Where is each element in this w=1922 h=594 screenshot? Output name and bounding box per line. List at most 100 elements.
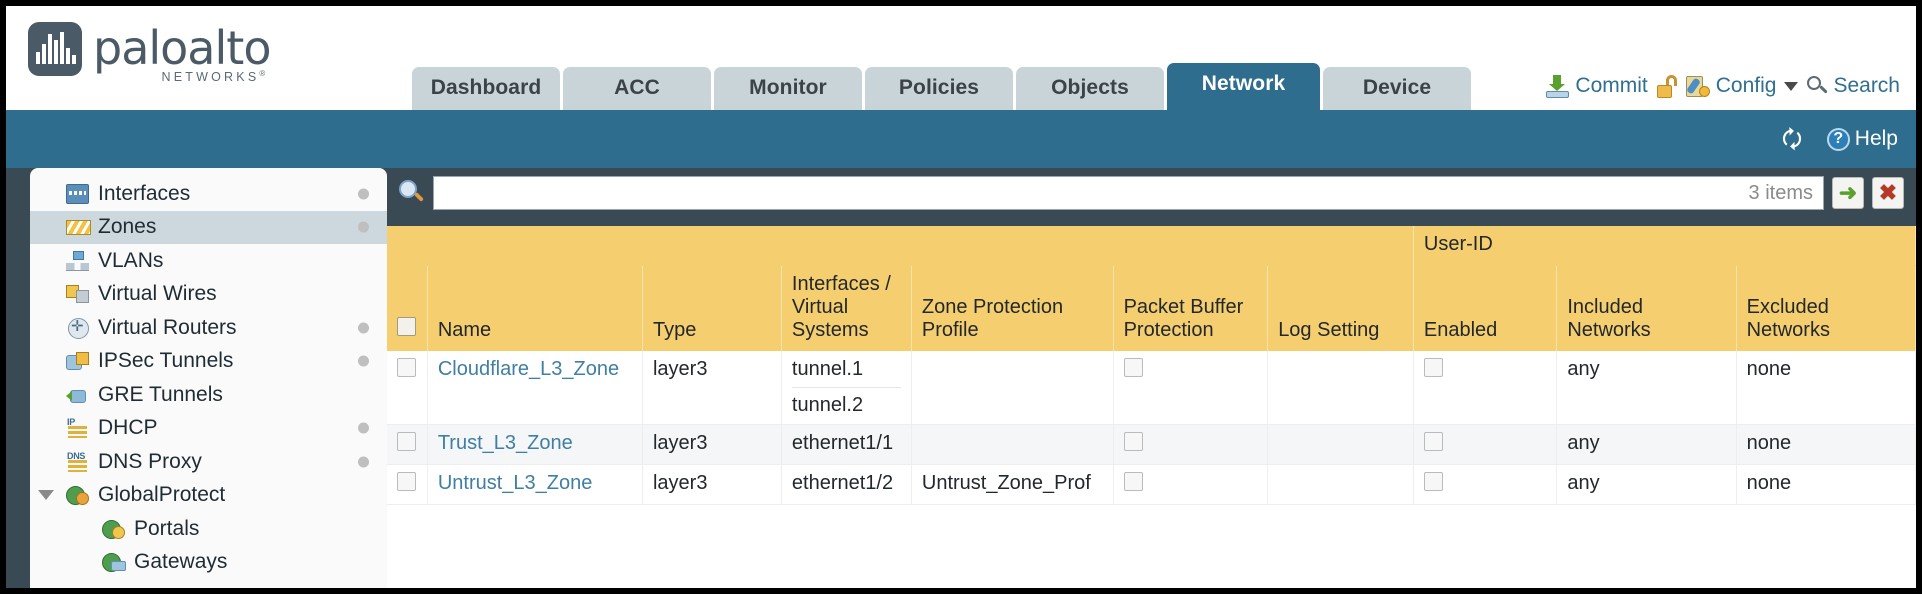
- search-label: Search: [1833, 74, 1900, 97]
- sidebar-item-virtual-wires[interactable]: Virtual Wires: [30, 278, 387, 312]
- brand-subtitle: NETWORKS®: [161, 69, 269, 85]
- clear-filter-button[interactable]: ✖: [1872, 177, 1904, 209]
- commit-icon: [1546, 74, 1570, 98]
- dns-proxy-icon: DNS: [66, 450, 89, 472]
- search-button[interactable]: Search: [1807, 74, 1900, 98]
- col-header-excluded-networks[interactable]: Excluded Networks: [1736, 265, 1916, 351]
- col-header-included-networks[interactable]: Included Networks: [1556, 265, 1737, 351]
- sidebar-item-gre-tunnels[interactable]: GRE Tunnels: [30, 378, 387, 412]
- tab-device[interactable]: Device: [1323, 67, 1471, 110]
- sidebar-item-label: Gateways: [134, 550, 228, 574]
- cell-userid-enabled[interactable]: [1413, 350, 1558, 425]
- zone-name-link[interactable]: Untrust_L3_Zone: [437, 471, 593, 494]
- config-menu[interactable]: Config: [1685, 74, 1799, 98]
- sidebar-status-dot: [358, 221, 369, 233]
- row-select-checkbox[interactable]: [397, 357, 416, 377]
- commit-button[interactable]: Commit: [1546, 74, 1648, 98]
- col-header-log-setting[interactable]: Log Setting: [1267, 265, 1414, 351]
- col-header-zone-protection-profile[interactable]: Zone Protection Profile: [911, 265, 1114, 351]
- packet-buffer-protection-checkbox[interactable]: [1123, 357, 1143, 377]
- row-select-checkbox[interactable]: [397, 471, 416, 491]
- cell-packet-buffer-protection[interactable]: [1113, 424, 1269, 465]
- cell-name[interactable]: Cloudflare_L3_Zone: [427, 350, 643, 425]
- tab-acc[interactable]: ACC: [563, 67, 711, 110]
- tab-network[interactable]: Network: [1167, 63, 1320, 110]
- cell-packet-buffer-protection[interactable]: [1113, 350, 1269, 425]
- zones-table: User-ID Name Type Interfaces / Virtual S…: [387, 226, 1916, 505]
- sidebar-item-gateways[interactable]: Gateways: [30, 546, 387, 580]
- col-header-interfaces[interactable]: Interfaces / Virtual Systems: [781, 265, 912, 351]
- userid-enabled-checkbox[interactable]: [1423, 471, 1443, 491]
- select-all-header[interactable]: [387, 265, 428, 351]
- zone-name-link[interactable]: Cloudflare_L3_Zone: [437, 357, 620, 380]
- interface-entry: tunnel.2: [791, 393, 864, 416]
- cell-userid-enabled[interactable]: [1413, 424, 1558, 465]
- col-header-packet-buffer-protection[interactable]: Packet Buffer Protection: [1113, 265, 1269, 351]
- userid-enabled-checkbox[interactable]: [1423, 357, 1443, 377]
- table-row[interactable]: Untrust_L3_Zone layer3 ethernet1/2 Untru…: [387, 464, 1916, 505]
- sidebar-item-zones[interactable]: Zones: [30, 210, 387, 244]
- filter-input[interactable]: 3 items: [433, 176, 1824, 210]
- table-row[interactable]: Trust_L3_Zone layer3 ethernet1/1: [387, 424, 1916, 465]
- cell-excluded-networks: none: [1736, 350, 1916, 425]
- cell-packet-buffer-protection[interactable]: [1113, 464, 1269, 505]
- sidebar-item-vlans[interactable]: VLANs: [30, 244, 387, 278]
- zones-table-container: User-ID Name Type Interfaces / Virtual S…: [387, 226, 1916, 588]
- main-tab-bar: Dashboard ACC Monitor Policies Objects N…: [412, 63, 1471, 110]
- tab-dashboard[interactable]: Dashboard: [412, 67, 560, 110]
- tab-monitor[interactable]: Monitor: [714, 67, 862, 110]
- paloalto-logo-text: paloalto NETWORKS®: [93, 22, 271, 85]
- packet-buffer-protection-checkbox[interactable]: [1123, 431, 1143, 451]
- sidebar-item-dns-proxy[interactable]: DNS DNS Proxy: [30, 445, 387, 479]
- tab-objects[interactable]: Objects: [1016, 67, 1164, 110]
- network-sidebar: Interfaces Zones VLANs Virtual Wires Vir…: [30, 168, 387, 588]
- userid-enabled-checkbox[interactable]: [1423, 431, 1443, 451]
- column-header-row: Name Type Interfaces / Virtual Systems Z…: [387, 265, 1916, 351]
- row-select-cell[interactable]: [387, 464, 428, 505]
- cell-name[interactable]: Trust_L3_Zone: [427, 424, 643, 465]
- select-all-checkbox[interactable]: [397, 316, 416, 336]
- help-icon: ?: [1826, 127, 1850, 151]
- sidebar-item-virtual-routers[interactable]: Virtual Routers: [30, 311, 387, 345]
- zone-name-link[interactable]: Trust_L3_Zone: [437, 431, 573, 454]
- sidebar-status-dot: [358, 456, 369, 468]
- config-label: Config: [1715, 74, 1777, 97]
- sidebar-item-label: Zones: [98, 215, 157, 239]
- cell-type: layer3: [642, 464, 782, 505]
- padlock-icon[interactable]: [1656, 74, 1677, 98]
- sidebar-item-interfaces[interactable]: Interfaces: [30, 177, 387, 211]
- sidebar-item-portals[interactable]: Portals: [30, 512, 387, 546]
- ipsec-tunnels-icon: [66, 351, 89, 371]
- refresh-icon[interactable]: 🗘: [1781, 125, 1803, 152]
- help-button[interactable]: ? Help: [1826, 127, 1898, 151]
- cell-userid-enabled[interactable]: [1413, 464, 1558, 505]
- search-icon: [1807, 75, 1829, 97]
- filter-bar: 3 items ➜ ✖: [387, 168, 1916, 220]
- row-select-checkbox[interactable]: [397, 431, 416, 451]
- sidebar-item-ipsec-tunnels[interactable]: IPSec Tunnels: [30, 345, 387, 379]
- apply-filter-icon: ➜: [1838, 180, 1858, 205]
- tab-policies[interactable]: Policies: [865, 67, 1013, 110]
- sidebar-item-label: Interfaces: [98, 181, 191, 205]
- cell-excluded-networks: none: [1736, 464, 1916, 505]
- col-header-type[interactable]: Type: [642, 265, 782, 351]
- col-header-name[interactable]: Name: [427, 265, 643, 351]
- col-header-enabled[interactable]: Enabled: [1413, 265, 1558, 351]
- interface-entry: ethernet1/1: [791, 431, 894, 454]
- cell-zone-protection-profile: Untrust_Zone_Prof: [911, 464, 1114, 505]
- sidebar-item-label: Portals: [134, 516, 200, 540]
- apply-filter-button[interactable]: ➜: [1832, 177, 1864, 209]
- cell-log-setting: [1267, 350, 1414, 425]
- dns-icon-tag: DNS: [67, 450, 86, 461]
- filter-search-icon[interactable]: [399, 180, 425, 206]
- chevron-down-icon[interactable]: [38, 490, 54, 501]
- row-select-cell[interactable]: [387, 350, 428, 425]
- cell-log-setting: [1267, 424, 1414, 465]
- item-count: 3 items: [1748, 181, 1813, 204]
- packet-buffer-protection-checkbox[interactable]: [1123, 471, 1143, 491]
- table-row[interactable]: Cloudflare_L3_Zone layer3 tunnel.1 tunne…: [387, 350, 1916, 425]
- row-select-cell[interactable]: [387, 424, 428, 465]
- sidebar-item-dhcp[interactable]: IP DHCP: [30, 412, 387, 446]
- sidebar-item-globalprotect[interactable]: GlobalProtect: [30, 479, 387, 513]
- cell-name[interactable]: Untrust_L3_Zone: [427, 464, 643, 505]
